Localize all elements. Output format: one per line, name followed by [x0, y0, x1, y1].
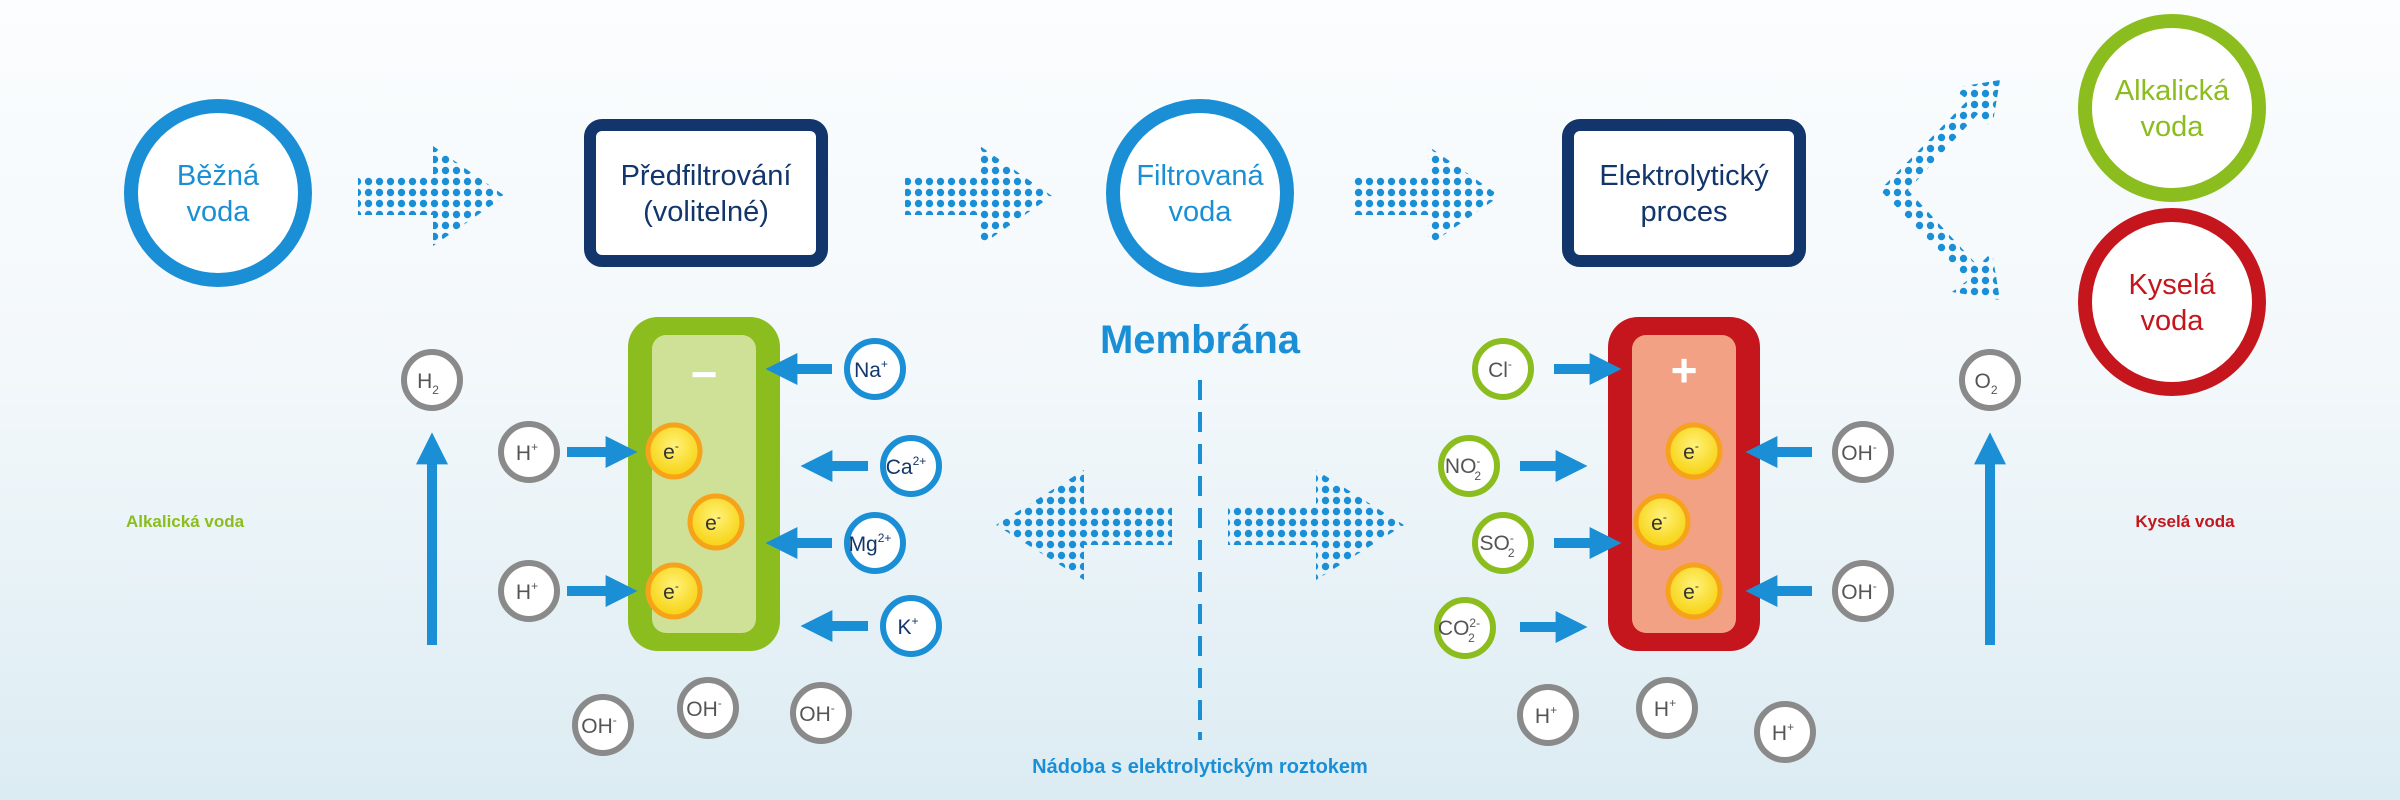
- left-side-label: Alkalická voda: [125, 512, 245, 531]
- electron-badge: [1665, 422, 1723, 480]
- electrons: [645, 422, 1723, 620]
- electron-label: e-: [705, 510, 721, 535]
- oh-minus-badge: [572, 694, 634, 756]
- anode-inner: [1632, 335, 1736, 633]
- electron-badge: [645, 422, 703, 480]
- acidic-water-line2: voda: [2140, 305, 2204, 337]
- h2-label: H2: [417, 370, 439, 397]
- electrolysis-line1: Elektrolytický: [1599, 160, 1769, 192]
- dotted-arrow-left: [996, 470, 1172, 580]
- h-plus-badge: [1754, 701, 1816, 763]
- prefiltration-line2: (volitelné): [643, 196, 769, 228]
- electrolysis-label: Elektrolytický proces: [1568, 158, 1800, 230]
- electron-badge: [687, 493, 745, 551]
- prefiltration-label: Předfiltrování (volitelné): [590, 158, 822, 230]
- prefiltration-box: [584, 119, 828, 267]
- so2-badge: [1472, 512, 1534, 574]
- mg-badge: [844, 512, 906, 574]
- anode-sign: +: [1671, 344, 1698, 396]
- h-plus-label: H+: [1654, 696, 1676, 721]
- electron-label: e-: [1683, 579, 1699, 604]
- na-label: Na+: [854, 357, 888, 382]
- k-badge: [880, 595, 942, 657]
- right-side-label: Kyselá voda: [2135, 512, 2235, 531]
- h-plus-label: H+: [1535, 703, 1557, 728]
- ion-arrows: [415, 352, 2007, 645]
- o2-badge: [1959, 349, 2021, 411]
- chem-labels: − + e- e- e- e- e- e- H2 O2 H+ H+ OH- OH…: [417, 344, 1998, 745]
- electron-badge: [1665, 562, 1723, 620]
- oh-minus-label: OH-: [1841, 579, 1877, 604]
- o2-label: O2: [1974, 370, 1997, 397]
- oh-minus-label: OH-: [686, 696, 722, 721]
- no2-badge: [1438, 435, 1500, 497]
- alkaline-water-line1: Alkalická: [2114, 75, 2230, 107]
- h-plus-label: H+: [516, 440, 538, 465]
- h-plus-label: H+: [1772, 720, 1794, 745]
- co2-badge: [1434, 597, 1496, 659]
- oh-minus-badge: [677, 677, 739, 739]
- h-plus-badge: [1517, 684, 1579, 746]
- dotted-arrow-3: [1353, 146, 1500, 246]
- oh-minus-label: OH-: [1841, 440, 1877, 465]
- co2-label: CO2-2: [1438, 616, 1480, 645]
- na-badge: [844, 338, 906, 400]
- ca-badge: [880, 435, 942, 497]
- electrolysis-box: [1562, 119, 1806, 267]
- dotted-arrow-2: [905, 146, 1052, 246]
- no2-label: NO-2: [1445, 454, 1482, 483]
- cl-label: Cl-: [1488, 357, 1512, 382]
- electrolysis-line2: proces: [1640, 196, 1728, 228]
- electron-label: e-: [1651, 510, 1667, 535]
- so2-label: SO-2: [1479, 531, 1514, 560]
- oh-minus-badge: [1832, 421, 1894, 483]
- filtered-water-line2: voda: [1168, 196, 1232, 228]
- common-water-label: Běžná voda: [128, 158, 308, 230]
- h-plus-badge: [498, 560, 560, 622]
- vessel-label: Nádoba s elektrolytickým roztokem: [1032, 756, 1368, 778]
- prefiltration-line1: Předfiltrování: [620, 160, 792, 192]
- oh-minus-badge: [790, 682, 852, 744]
- alkaline-water-line2: voda: [2140, 111, 2204, 143]
- acidic-water-line1: Kyselá: [2128, 269, 2216, 301]
- cl-badge: [1472, 338, 1534, 400]
- filtered-water-circle: [1106, 99, 1294, 287]
- common-water-line2: voda: [186, 196, 250, 228]
- filtered-water-line1: Filtrovaná: [1136, 160, 1264, 192]
- alkaline-water-circle: [2078, 14, 2266, 202]
- mg-label: Mg2+: [849, 531, 892, 556]
- acidic-water-circle: [2078, 208, 2266, 396]
- alkaline-water-label: Alkalická voda: [2082, 73, 2262, 145]
- filtered-water-label: Filtrovaná voda: [1110, 158, 1290, 230]
- electron-label: e-: [1683, 439, 1699, 464]
- ca-label: Ca2+: [886, 454, 927, 479]
- dotted-arrow-1: [358, 146, 505, 246]
- dotted-split-chevron: [1880, 80, 2000, 300]
- cathode-inner: [652, 335, 756, 633]
- common-water-line1: Běžná: [176, 160, 260, 192]
- h-plus-badge: [498, 421, 560, 483]
- cathode-sign: −: [691, 348, 718, 400]
- dotted-arrow-right: [1228, 470, 1404, 580]
- h-plus-badge: [1636, 677, 1698, 739]
- membrane-title: Membrána: [1099, 318, 1301, 362]
- electron-label: e-: [663, 579, 679, 604]
- acidic-water-label: Kyselá voda: [2082, 267, 2262, 339]
- electron-badge: [645, 562, 703, 620]
- oh-minus-label: OH-: [581, 713, 617, 738]
- common-water-circle: [124, 99, 312, 287]
- oh-minus-label: OH-: [799, 701, 835, 726]
- k-label: K+: [897, 614, 918, 639]
- h2-badge: [401, 349, 463, 411]
- electron-badge: [1633, 493, 1691, 551]
- oh-minus-badge: [1832, 560, 1894, 622]
- electron-label: e-: [663, 439, 679, 464]
- h-plus-label: H+: [516, 579, 538, 604]
